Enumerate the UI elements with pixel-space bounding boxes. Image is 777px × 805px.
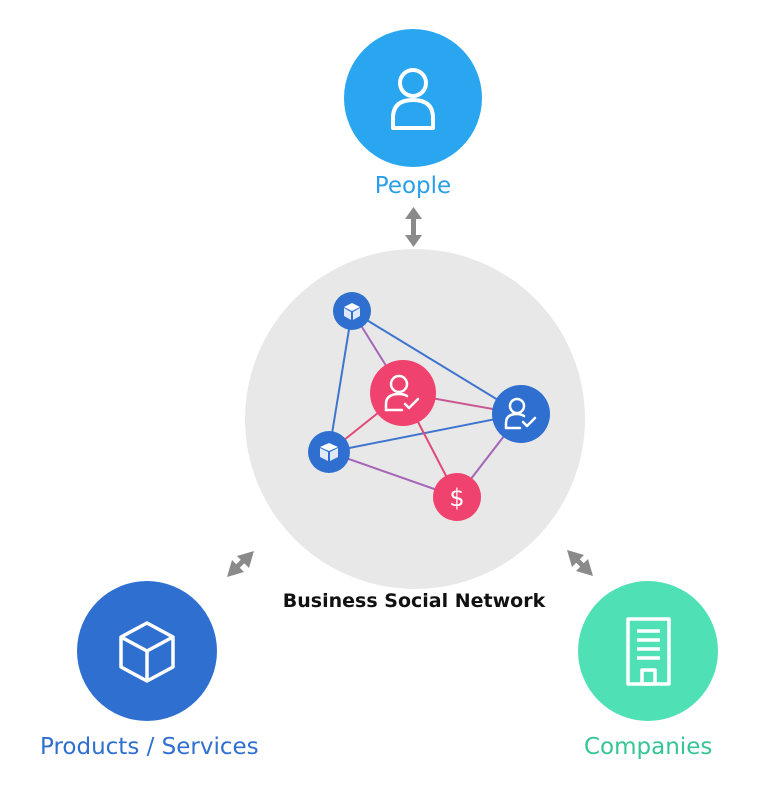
- person-check-icon: [504, 397, 537, 430]
- companies-arrow: [567, 550, 593, 576]
- network-node-person-right: [492, 385, 550, 443]
- people-node: [344, 29, 482, 167]
- people-arrow: [405, 207, 422, 247]
- person-check-icon: [384, 374, 420, 412]
- network-node-cube-top: [333, 292, 371, 330]
- products-node: [77, 581, 217, 721]
- network-hub: $: [245, 249, 585, 589]
- products-label: Products / Services: [40, 734, 259, 760]
- companies-node: [578, 581, 718, 721]
- cube-icon: [119, 621, 175, 683]
- people-label: People: [374, 173, 452, 199]
- cube-icon: [320, 443, 338, 461]
- network-node-cube-left: [308, 431, 350, 473]
- center-title: Business Social Network: [282, 590, 546, 612]
- network-node-dollar: $: [433, 473, 481, 521]
- network-node-person-center: [370, 360, 436, 426]
- cube-icon: [344, 303, 360, 320]
- companies-label: Companies: [584, 734, 713, 760]
- person-icon: [391, 68, 435, 130]
- products-arrow: [227, 551, 254, 577]
- building-icon: [626, 617, 671, 686]
- dollar-icon: $: [449, 484, 464, 512]
